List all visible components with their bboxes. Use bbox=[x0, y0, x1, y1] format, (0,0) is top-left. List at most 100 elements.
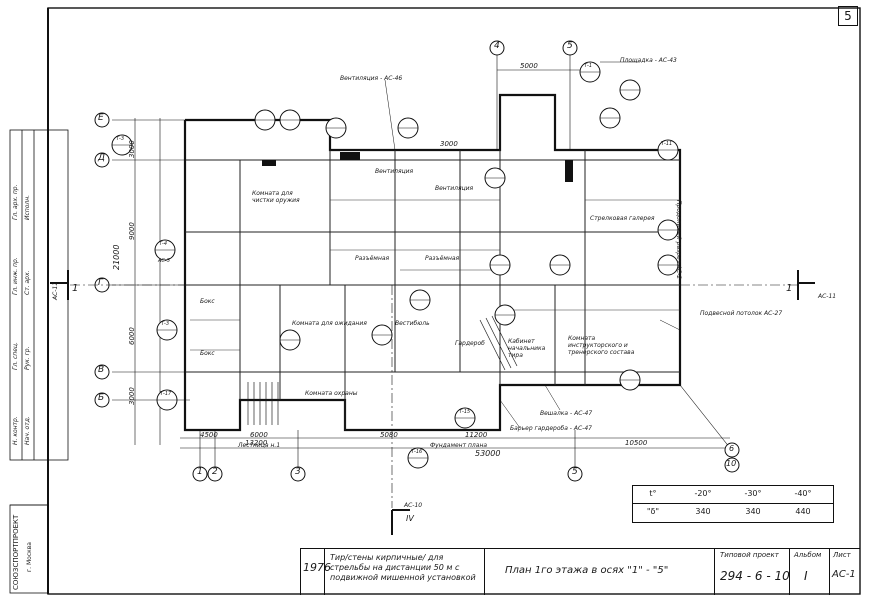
dim-left-2: 9000 bbox=[128, 222, 136, 240]
title-description: Тир/стены кирпичные/ для стрельбы на дис… bbox=[330, 553, 476, 582]
axis-label-6: 6 bbox=[729, 444, 735, 453]
title-sheet-title: План 1го этажа в осях "1" - "5" bbox=[505, 565, 669, 576]
climate-temp: -30° bbox=[744, 489, 762, 498]
room-label: Комната охраны bbox=[305, 390, 358, 397]
room-label: Гардероб bbox=[455, 340, 485, 347]
dim-left-3: 6000 bbox=[128, 327, 136, 345]
climate-temp: -20° bbox=[694, 489, 712, 498]
note-label: Барьер гардероба - АС-47 bbox=[510, 425, 592, 432]
room-label: Стрелковая галерея bbox=[590, 215, 655, 222]
climate-temp: -40° bbox=[794, 489, 812, 498]
title-description-cell: Тир/стены кирпичные/ для стрельбы на дис… bbox=[324, 549, 485, 595]
callout-label: Т-3 bbox=[116, 136, 125, 142]
axis-label-e: Е bbox=[98, 113, 104, 123]
dim-left-total: 21000 bbox=[112, 244, 121, 270]
dim-bottom-sub: 11200 bbox=[465, 431, 488, 439]
room-label: Бокс bbox=[200, 298, 215, 305]
callout-label: Т-17 bbox=[160, 391, 172, 397]
org-city: г. Москва bbox=[26, 542, 33, 572]
section-mark-left: 1 bbox=[72, 283, 79, 294]
room-label: Вестибюль bbox=[395, 320, 430, 327]
callout-label: Т-15 bbox=[459, 409, 471, 415]
axis-label-5-top: 5 bbox=[567, 41, 573, 51]
room-label: Разъёмная bbox=[425, 255, 460, 262]
axis-label-10: 10 bbox=[726, 459, 737, 468]
stamp-row: Гл. арх. пр. bbox=[12, 184, 19, 220]
axis-label-g: Г bbox=[98, 278, 104, 288]
title-sheet-cell: План 1го этажа в осях "1" - "5" bbox=[484, 549, 715, 595]
callout-label: Т-16 bbox=[411, 449, 423, 455]
note-label: Площадка - АС-43 bbox=[620, 57, 677, 64]
dim-top-b: 3000 bbox=[440, 140, 458, 148]
stamp-row: Н. контр. bbox=[12, 416, 19, 445]
dim-left-1: 3000 bbox=[128, 140, 136, 158]
approval-stamp: Н. контр. Гл. спец. Гл. инж. пр. Гл. арх… bbox=[10, 60, 68, 530]
section-mark-right: 1 bbox=[786, 283, 793, 294]
callout-label: Т-1 bbox=[584, 63, 593, 69]
note-label: Подвесной потолок АС-27 bbox=[700, 310, 783, 317]
axis-label-d: Д bbox=[98, 153, 106, 163]
room-label: Комната инструкторского и тренерского со… bbox=[568, 335, 635, 356]
note-label: Вешалка - АС-47 bbox=[540, 410, 593, 417]
stamp-row: Гл. спец. bbox=[12, 342, 19, 370]
note-label: Лестница н.1 bbox=[238, 442, 281, 449]
title-album-cell: Альбом I bbox=[789, 549, 830, 595]
dim-left-4: 3000 bbox=[128, 387, 136, 405]
room-label: Бокс bbox=[200, 350, 215, 357]
climate-value: 440 bbox=[795, 507, 811, 516]
title-sheet-value: АС-1 bbox=[832, 569, 856, 580]
callout-label: Т-3 bbox=[161, 321, 170, 327]
climate-header-t: t° bbox=[649, 489, 657, 498]
stamp-row: Нач. отд. bbox=[24, 416, 31, 445]
callout-label: Т-11 bbox=[661, 141, 673, 147]
room-label: Разъёмная bbox=[355, 255, 390, 262]
room-label: Комната для ожидания bbox=[292, 320, 367, 327]
climate-value: 340 bbox=[745, 507, 761, 516]
stamp-row: Ст. арх. bbox=[24, 270, 31, 295]
note-label: Продольный разрез АС-2 bbox=[675, 200, 682, 280]
title-block: 1976 Тир/стены кирпичные/ для стрельбы н… bbox=[300, 548, 860, 595]
title-project-label: Типовой проект bbox=[720, 551, 779, 559]
title-album-value: I bbox=[804, 569, 808, 583]
note-label: Фундамент плана bbox=[430, 442, 488, 449]
organization-block: СОЮЗСПОРТПРОЕКТ г. Москва bbox=[12, 512, 38, 592]
axis-label-1: 1 bbox=[197, 467, 203, 477]
climate-header-delta: "δ" bbox=[646, 507, 660, 516]
dim-bottom-right: 10500 bbox=[625, 439, 648, 447]
climate-value: 340 bbox=[695, 507, 711, 516]
stamp-row: Гл. инж. пр. bbox=[12, 257, 19, 295]
dim-bottom-total: 53000 bbox=[475, 449, 501, 458]
axis-label-b: Б bbox=[98, 393, 105, 403]
dim-top-a: 5000 bbox=[520, 62, 538, 70]
title-project-cell: Типовой проект 294 - 6 - 10 bbox=[714, 549, 790, 595]
axis-label-2: 2 bbox=[212, 467, 218, 477]
callout-ref: АС-5 bbox=[158, 258, 170, 264]
callout-label: Т-4 bbox=[159, 241, 168, 247]
room-label: Вентиляция bbox=[375, 168, 414, 175]
dim-bottom-mid: 13200 bbox=[245, 439, 268, 447]
climate-table: t° -20° -30° -40° "δ" 340 340 440 bbox=[632, 485, 834, 523]
dim-bottom-left: 4500 bbox=[200, 431, 218, 439]
note-label: Вентиляция - АС-46 bbox=[340, 75, 403, 82]
title-year-cell: 1976 bbox=[300, 549, 331, 595]
axis-label-5-bottom: 5 bbox=[572, 467, 578, 477]
axis-label-4-top: 4 bbox=[494, 41, 500, 51]
title-album-label: Альбом bbox=[794, 551, 822, 559]
dim-bottom-a: 6000 bbox=[250, 431, 268, 439]
dim-bottom-b: 5080 bbox=[380, 431, 398, 439]
axis-label-v: В bbox=[98, 365, 105, 375]
section-mark-right-ref: АС-11 bbox=[818, 293, 837, 300]
title-sheet-label: Лист bbox=[833, 551, 851, 559]
sheet-number: 5 bbox=[838, 6, 858, 26]
axis-label-3: 3 bbox=[295, 467, 301, 477]
section-mark-bottom-roman: IV bbox=[406, 514, 414, 523]
title-project-number: 294 - 6 - 10 bbox=[720, 569, 790, 583]
title-sheet-number-cell: Лист АС-1 bbox=[829, 549, 861, 595]
room-label: Вентиляция bbox=[435, 185, 474, 192]
stamp-row: Исполн. bbox=[24, 194, 31, 220]
org-name: СОЮЗСПОРТПРОЕКТ bbox=[12, 514, 20, 590]
room-label: Комната для чистки оружия bbox=[252, 190, 300, 204]
stamp-row: Рук. гр. bbox=[24, 346, 31, 370]
